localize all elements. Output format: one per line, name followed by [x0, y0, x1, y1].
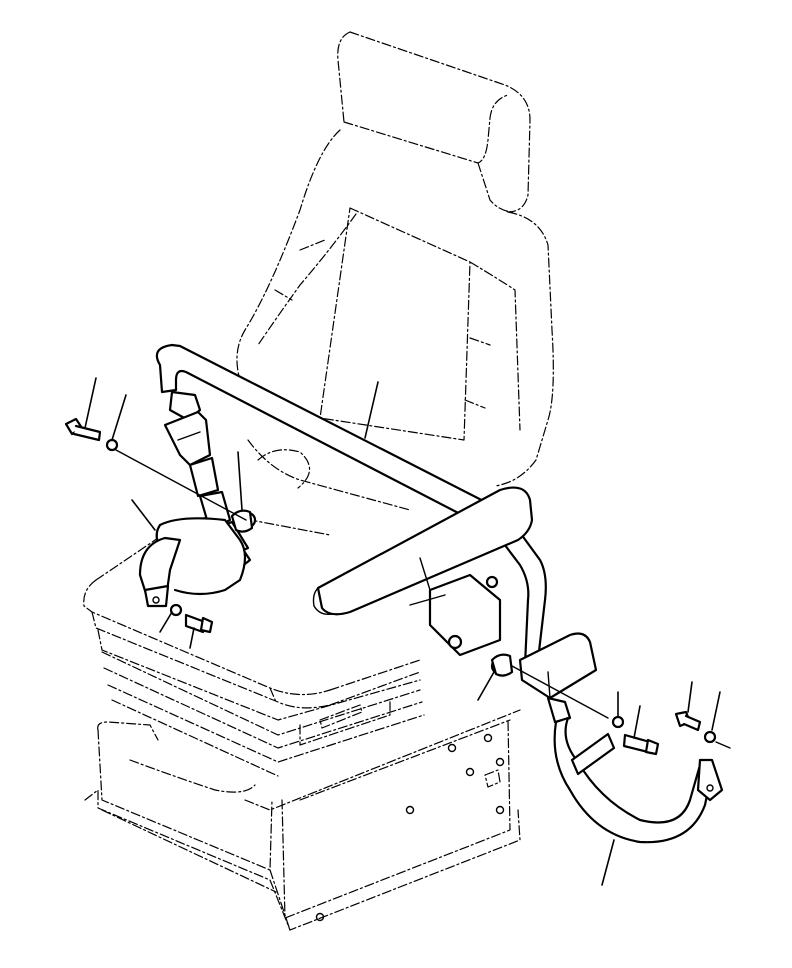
belt-assembly-right [490, 632, 724, 844]
fasteners [64, 417, 717, 756]
seat-cushion [83, 515, 421, 709]
seat-back [236, 31, 554, 511]
armrest [312, 486, 534, 657]
belt-assembly-left [138, 390, 257, 608]
assembly-guide-lines [115, 449, 731, 749]
callout-leaders [84, 377, 721, 886]
suspension-base [84, 629, 521, 931]
